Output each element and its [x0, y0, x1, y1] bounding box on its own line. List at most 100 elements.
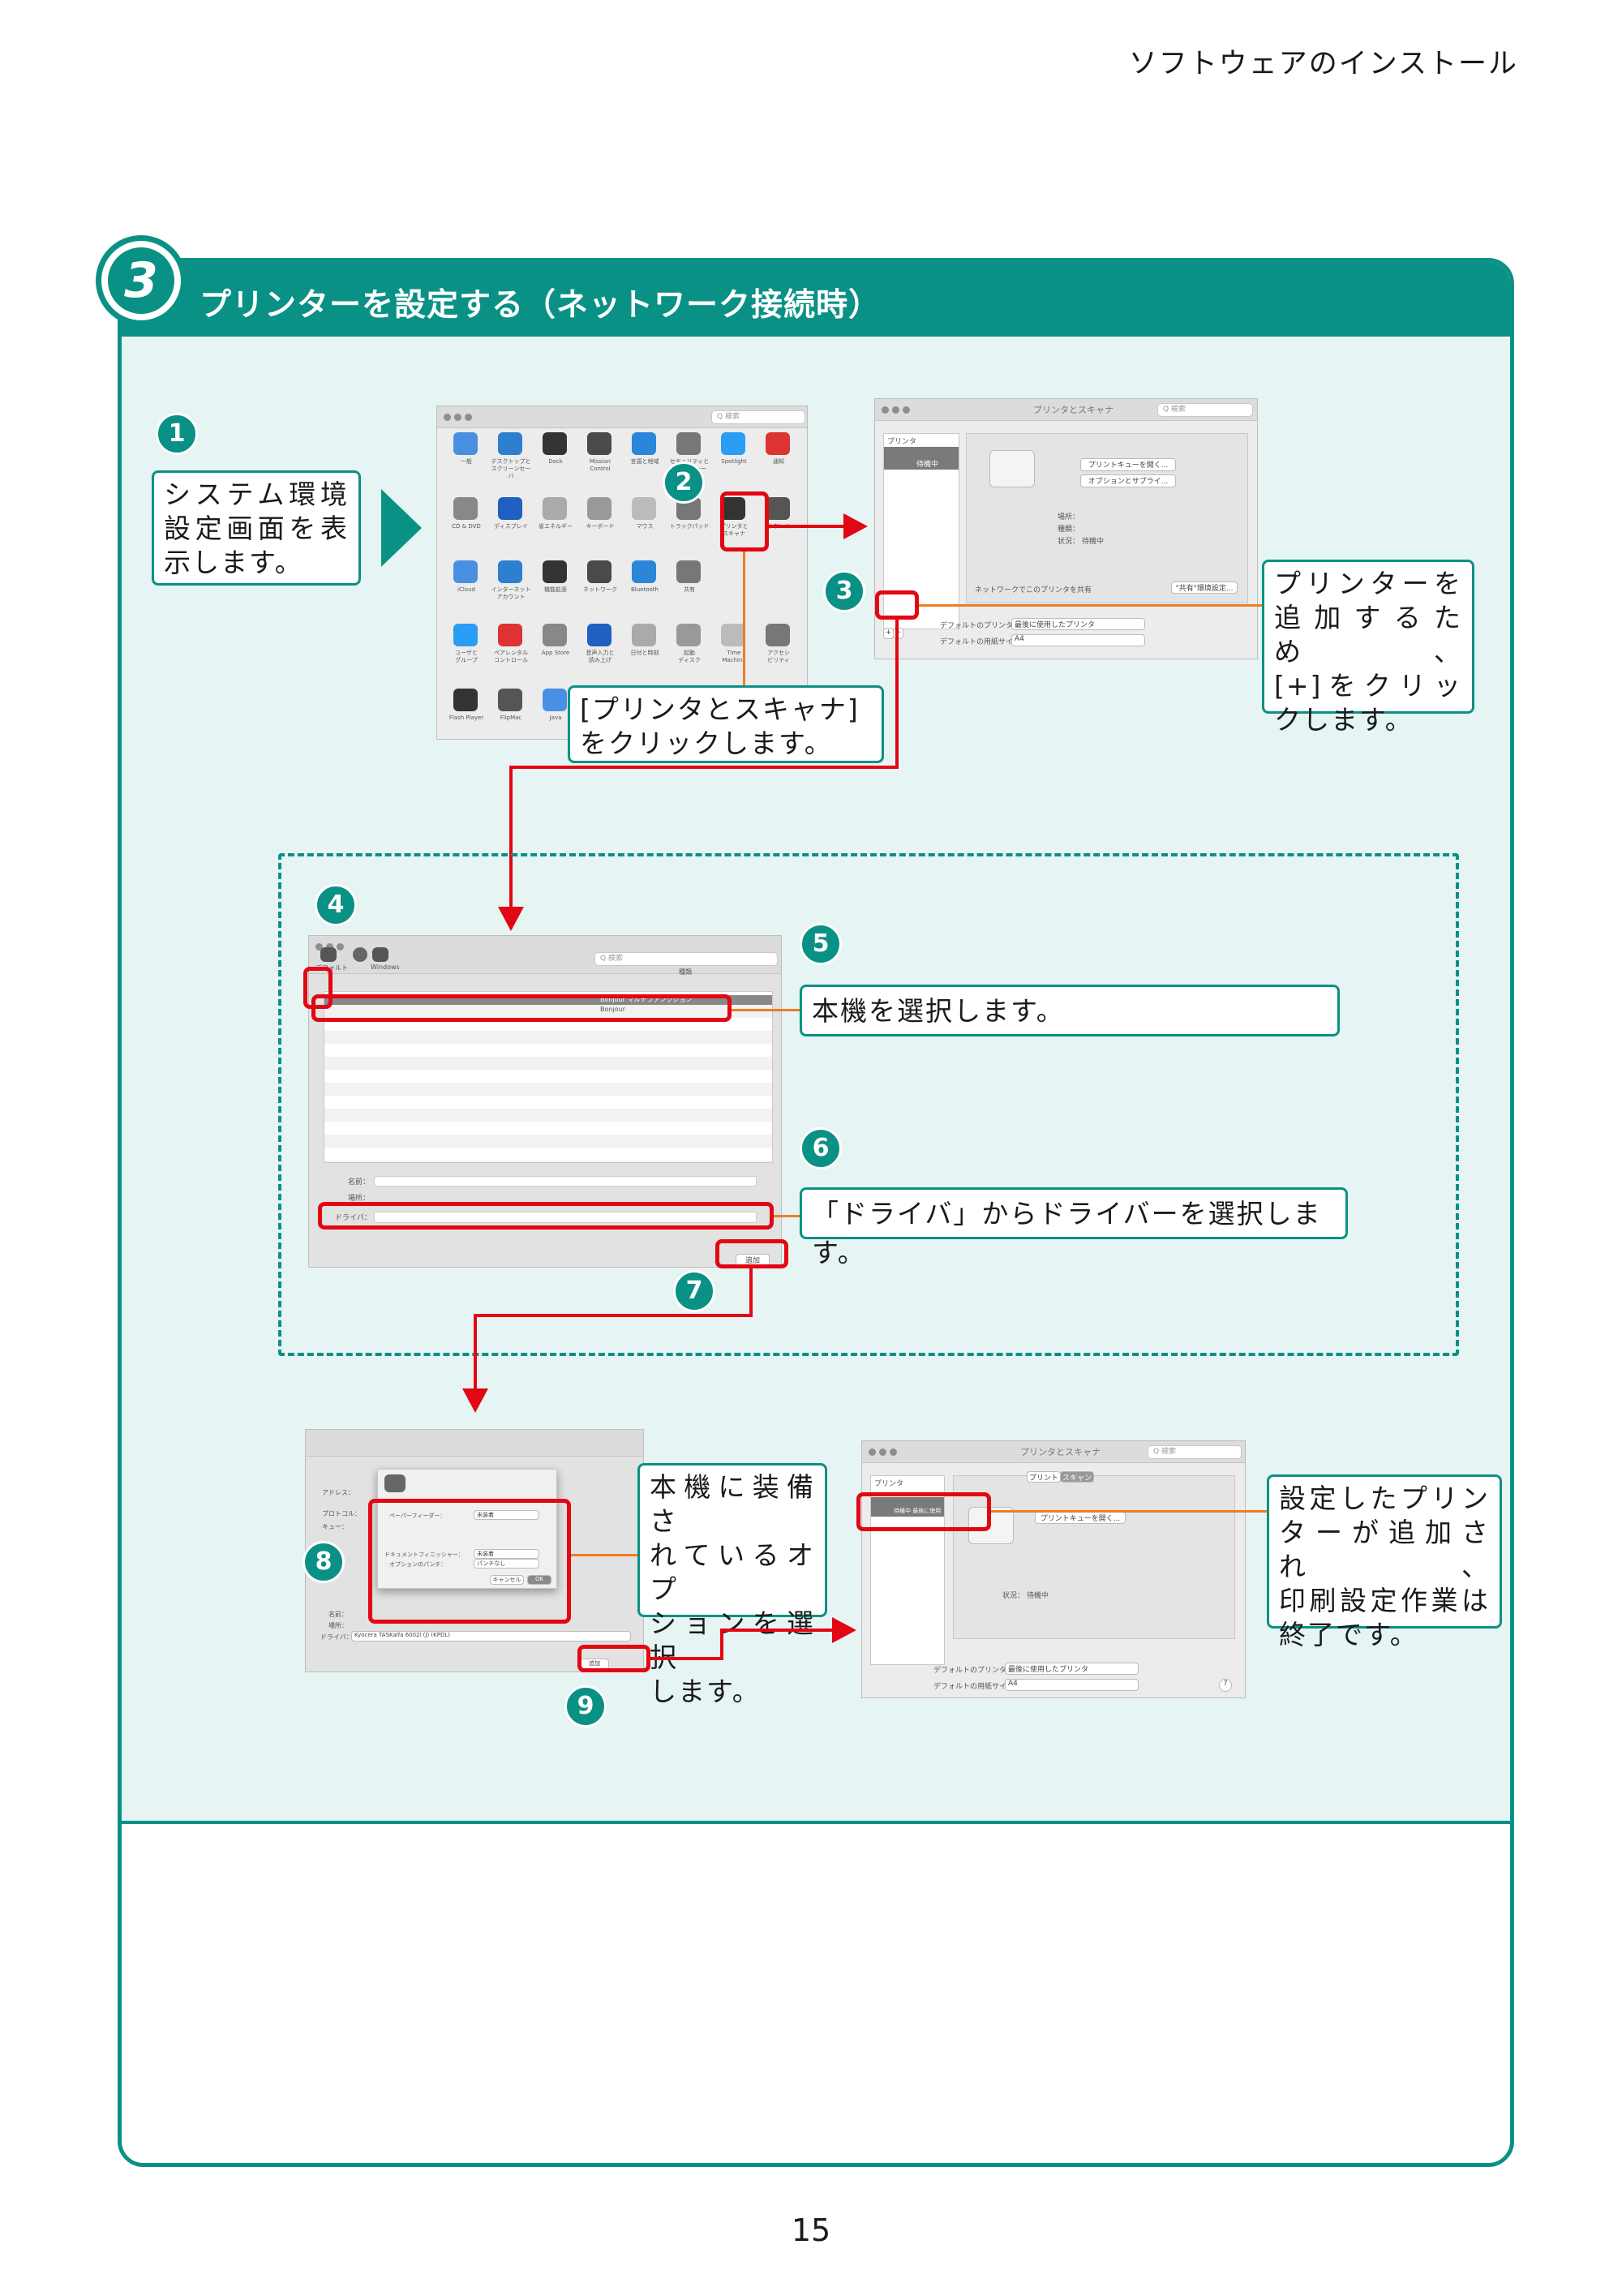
default-paper-select[interactable]: A4 [1005, 1679, 1139, 1691]
name-field[interactable] [374, 1176, 757, 1187]
pref-label: インターネット アカウント [491, 586, 531, 600]
zoom-dot-icon[interactable] [903, 406, 910, 414]
pref-row1-4-icon[interactable] [632, 432, 656, 455]
--icon[interactable] [676, 624, 701, 646]
zoom-dot-icon[interactable] [337, 943, 344, 951]
pref-row3-3-icon[interactable] [587, 560, 611, 583]
search-input[interactable]: Q 検索 [711, 410, 805, 424]
default-paper-select[interactable]: A4 [1011, 634, 1145, 646]
default-printer-select[interactable]: 最後に使用したプリンタ [1011, 618, 1145, 630]
share-checkbox-label[interactable]: ネットワークでこのプリンタを共有 [975, 586, 1092, 594]
tab-windows[interactable]: Windows [371, 963, 400, 971]
pref-row1-0-icon[interactable] [453, 432, 478, 455]
tab-scan[interactable]: スキャン [1060, 1471, 1094, 1483]
--icon[interactable] [721, 497, 745, 520]
callout-select-options: 本機に装備さ れているオプ ションを選択 します。 [637, 1463, 827, 1707]
pref-row2-4-icon[interactable] [632, 497, 656, 520]
close-dot-icon[interactable] [315, 943, 323, 951]
window-titlebar: Q 検索 [437, 406, 807, 428]
pref-row3-2-icon[interactable] [543, 560, 567, 583]
default-printer-select[interactable]: 最後に使用したプリンタ [1005, 1663, 1139, 1675]
--icon[interactable] [498, 624, 522, 646]
printer-status: 待機中 [916, 461, 939, 469]
punch-select[interactable]: パンチなし [474, 1559, 539, 1569]
printer-list[interactable]: プリンタ 待機中 [883, 433, 959, 629]
section-title: プリンターを設定する（ネットワーク接続時） [200, 287, 882, 324]
flipmac-icon[interactable] [498, 689, 522, 711]
printer-detail-pane: プリントキューを開く... オプションとサプライ... 場所： 種類： 状況： … [966, 433, 1248, 603]
--icon[interactable] [453, 624, 478, 646]
pref-label: Flash Player [448, 715, 484, 721]
pref-row2-2-icon[interactable] [543, 497, 567, 520]
default-printer-label: デフォルトのプリンタ： [940, 622, 1021, 630]
cd-dvd-icon[interactable] [453, 497, 478, 520]
open-print-queue-button[interactable]: プリントキューを開く... [1035, 1512, 1126, 1524]
--icon[interactable] [766, 624, 790, 646]
default-printer-icon[interactable] [320, 947, 337, 962]
search-input[interactable]: Q 検索 [1148, 1445, 1242, 1459]
--icon[interactable] [498, 432, 522, 455]
spotlight-icon[interactable] [721, 432, 745, 455]
minimize-dot-icon[interactable] [892, 406, 899, 414]
document-finisher-select[interactable]: 未装着 [474, 1549, 539, 1559]
minimize-dot-icon[interactable] [326, 943, 333, 951]
pref-label: Java [549, 715, 562, 721]
step-marker-3: 3 [823, 570, 865, 612]
pref-label: 機能拡張 [544, 586, 567, 593]
zoom-dot-icon[interactable] [465, 414, 472, 421]
icloud-icon[interactable] [453, 560, 478, 583]
cancel-button[interactable]: キャンセル [490, 1575, 524, 1585]
open-print-queue-button[interactable]: プリントキューを開く... [1080, 458, 1176, 471]
pref-row2-7-icon[interactable] [766, 497, 790, 520]
search-input[interactable]: Q 検索 [594, 952, 778, 966]
options-supplies-button[interactable]: オプションとサプライ... [1080, 474, 1176, 487]
windows-printer-icon[interactable] [372, 947, 388, 962]
tab-print[interactable]: プリント [1027, 1471, 1061, 1483]
--icon[interactable] [676, 432, 701, 455]
close-dot-icon[interactable] [444, 414, 451, 421]
app-store-icon[interactable] [543, 624, 567, 646]
zoom-dot-icon[interactable] [890, 1448, 897, 1456]
pref-row2-3-icon[interactable] [587, 497, 611, 520]
document-finisher-label: ドキュメントフィニッシャー： [384, 1551, 464, 1558]
location-label: 場所： [348, 1195, 371, 1203]
mission-control-icon[interactable] [587, 432, 611, 455]
printer-icon [989, 450, 1035, 487]
pref-row4-4-icon[interactable] [632, 624, 656, 646]
java-icon[interactable] [543, 689, 567, 711]
pref-row2-1-icon[interactable] [498, 497, 522, 520]
pref-label: Spotlight [721, 458, 747, 465]
ok-button[interactable]: OK [527, 1575, 551, 1585]
pref-label: Dock [548, 458, 563, 465]
printer-list-item[interactable] [884, 447, 959, 470]
minimize-dot-icon[interactable] [454, 414, 461, 421]
close-dot-icon[interactable] [882, 406, 889, 414]
search-input[interactable]: Q 検索 [1157, 403, 1253, 417]
pref-label: ユーザと グループ [455, 650, 478, 663]
callout-select-machine: 本機を選択します。 [800, 985, 1340, 1036]
time-machine-icon[interactable] [721, 624, 745, 646]
bluetooth-icon[interactable] [632, 560, 656, 583]
driver-select[interactable]: Kyocera TASKalfa 6002i (J) (KPDL) [351, 1631, 631, 1642]
--icon[interactable] [587, 624, 611, 646]
paper-feeder-select[interactable]: 未装着 [474, 1510, 539, 1520]
dock-icon[interactable] [543, 432, 567, 455]
pref-row1-7-icon[interactable] [766, 432, 790, 455]
driver-select[interactable] [374, 1212, 757, 1223]
globe-icon[interactable] [353, 947, 367, 962]
new-printer-list-item[interactable] [871, 1497, 944, 1517]
help-button[interactable]: ? [1219, 1679, 1232, 1692]
printer-list-header: プリンタ [887, 438, 917, 446]
close-dot-icon[interactable] [869, 1448, 876, 1456]
minimize-dot-icon[interactable] [879, 1448, 886, 1456]
pref-label: App Store [541, 650, 570, 656]
printer-list[interactable]: プリンタ 待機中 最後に使用 [870, 1475, 945, 1665]
default-paper-label: デフォルトの用紙サイズ： [933, 1683, 1021, 1691]
flash-player-icon[interactable] [453, 689, 478, 711]
--icon[interactable] [498, 560, 522, 583]
sharing-prefs-button[interactable]: "共有"環境設定... [1171, 582, 1238, 594]
tab-default[interactable]: デフォルト [315, 964, 348, 972]
highlight-options [368, 1499, 571, 1624]
callout-line: クします。 [1274, 704, 1414, 736]
pref-row3-5-icon[interactable] [676, 560, 701, 583]
